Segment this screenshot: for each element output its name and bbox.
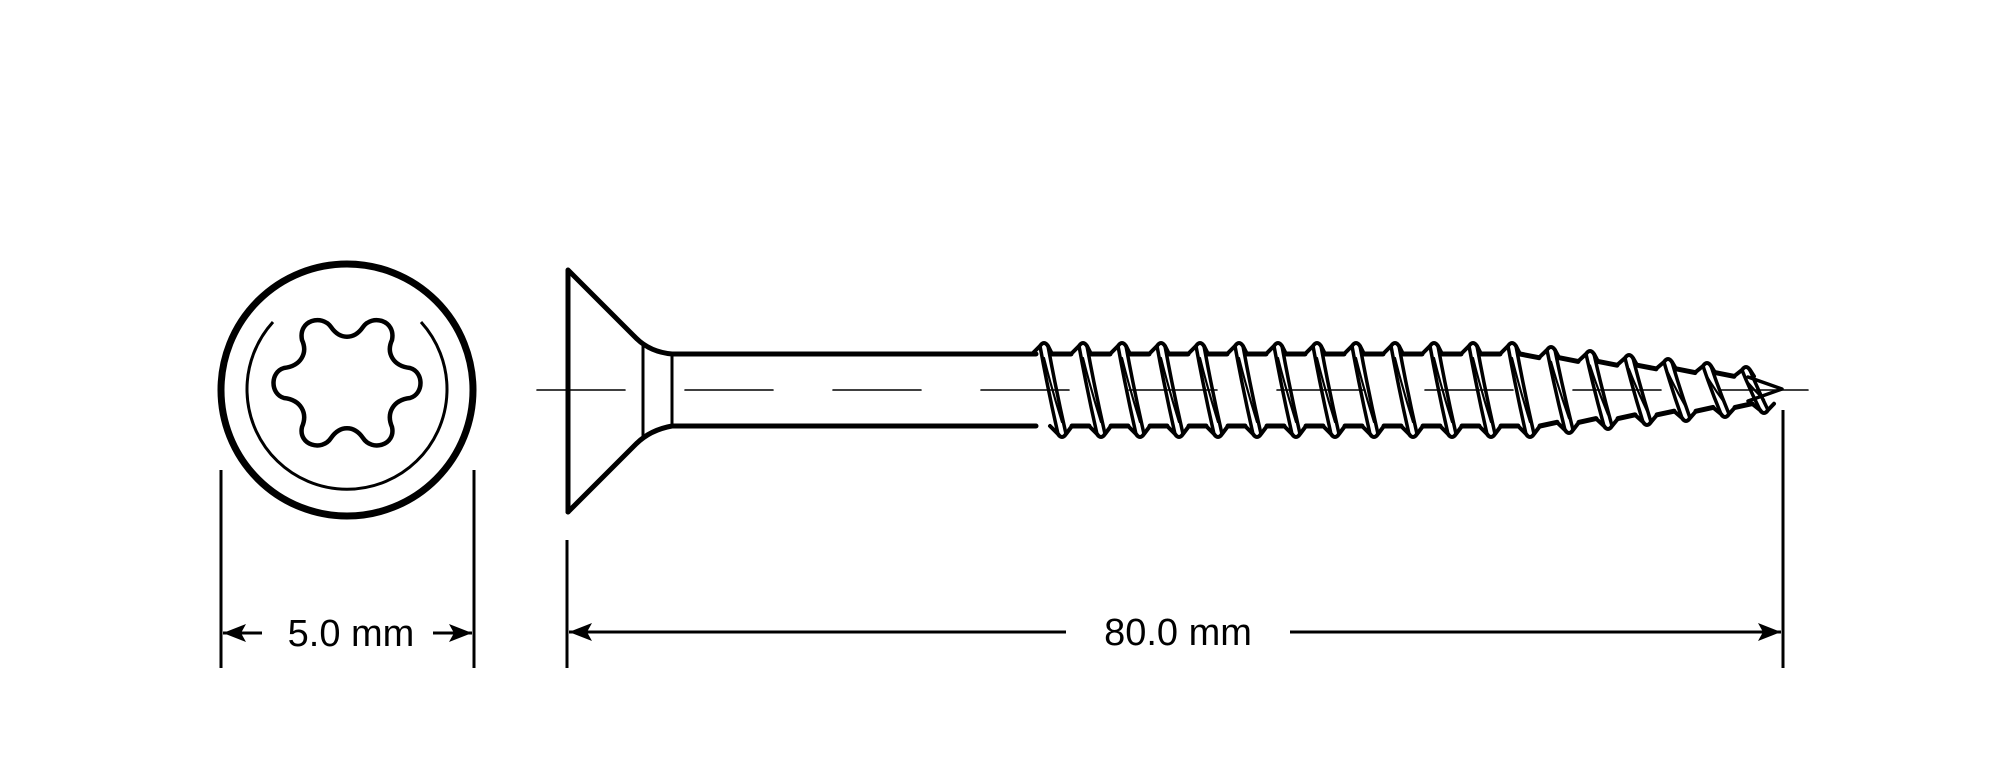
screw-tip (1746, 375, 1784, 403)
length-label: 80.0 mm (1104, 612, 1252, 654)
head-end-view (217, 260, 477, 520)
diameter-label: 5.0 mm (288, 613, 415, 655)
head-inner-ring (245, 320, 449, 491)
arrowhead-left-icon (569, 623, 592, 641)
arrowhead-right-icon (1758, 623, 1781, 641)
thread-section (1030, 341, 1776, 439)
head-outer-circle (217, 260, 477, 520)
diameter-dimension: 5.0 mm (219, 470, 476, 668)
side-profile-view (536, 267, 1809, 515)
screw-head-profile (565, 267, 675, 515)
arrowhead-left-icon (223, 624, 246, 642)
length-dimension: 80.0 mm (565, 410, 1785, 668)
arrowhead-right-icon (449, 624, 472, 642)
torx-recess-icon (271, 317, 423, 448)
screw-head-profile-lower (565, 423, 675, 515)
